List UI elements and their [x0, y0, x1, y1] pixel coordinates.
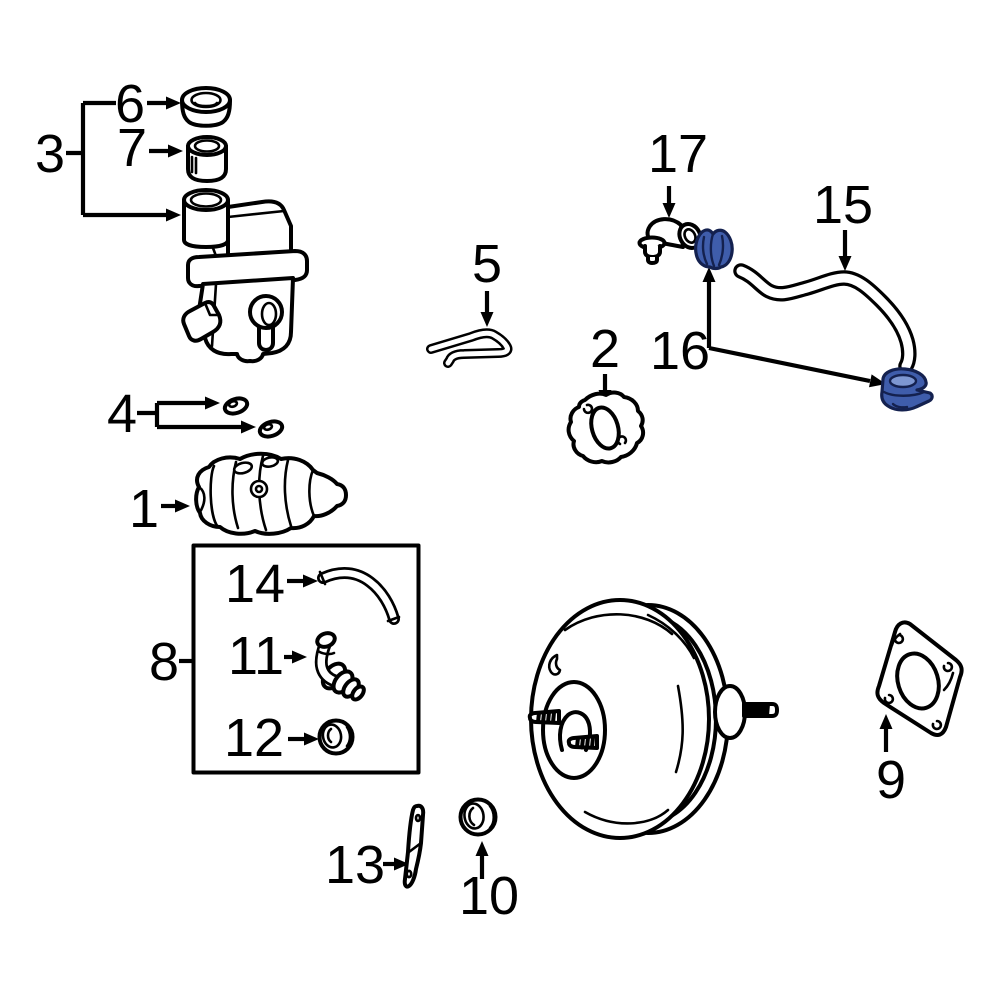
arrowhead-6 — [166, 96, 181, 110]
part-6-reservoir-cap-illustration — [180, 86, 232, 128]
leader-16-bracket — [706, 282, 871, 384]
arrowhead-17 — [662, 203, 676, 218]
arrowhead-1 — [175, 499, 190, 513]
part-2-gasket-illustration — [566, 390, 646, 465]
callout-12: 12 — [224, 708, 284, 768]
callout-9: 9 — [876, 750, 906, 810]
callout-10: 10 — [459, 866, 519, 926]
callout-11: 11 — [228, 626, 284, 686]
callout-8: 8 — [149, 632, 179, 692]
leader-lines — [66, 96, 893, 879]
callout-7: 7 — [117, 118, 147, 178]
arrowhead-10 — [475, 841, 489, 856]
callout-3: 3 — [35, 124, 65, 184]
callout-14: 14 — [225, 554, 285, 614]
arrowhead-9 — [879, 714, 893, 729]
part-11-elbow-connector-illustration — [314, 631, 366, 702]
callout-15: 15 — [813, 175, 873, 235]
arrowhead-3 — [166, 208, 181, 222]
arrowhead-12 — [304, 732, 319, 746]
arrowhead-4a — [205, 396, 220, 410]
part-4-grommets-illustration — [222, 396, 285, 439]
leader-3-bracket — [66, 100, 166, 218]
arrowhead-13 — [394, 857, 409, 871]
callout-2: 2 — [590, 319, 620, 379]
callout-16: 16 — [650, 321, 710, 381]
part-12-grommet-illustration — [317, 718, 355, 756]
callout-4: 4 — [107, 384, 137, 444]
part-14-hose-illustration — [317, 567, 401, 625]
part-16-clamp-a-highlighted — [694, 228, 734, 271]
arrowhead-11 — [292, 650, 307, 664]
arrowhead-4b — [241, 420, 256, 434]
callout-6: 6 — [115, 74, 145, 134]
part-10-grommet-illustration — [458, 797, 498, 837]
part-13-bracket-illustration — [402, 803, 426, 889]
callout-13: 13 — [325, 835, 385, 895]
part-5-clip-illustration — [426, 328, 513, 368]
kit-group-box — [191, 543, 421, 775]
arrowhead-5 — [480, 312, 494, 327]
arrowhead-16a — [702, 267, 716, 282]
part-9-gasket-illustration — [875, 620, 964, 737]
leader-4-bracket — [137, 400, 241, 430]
callout-labels: 1 2 3 4 5 6 7 8 9 10 11 12 13 14 15 16 1… — [35, 74, 906, 926]
brake-booster-illustration — [527, 598, 779, 840]
part-16-clamp-b-highlighted — [880, 367, 934, 412]
part-3-fluid-reservoir-illustration — [181, 188, 309, 364]
part-7-reservoir-seal-illustration — [186, 135, 228, 183]
arrowhead-15 — [838, 256, 852, 271]
part-1-master-cylinder-illustration — [194, 451, 348, 536]
callout-5: 5 — [472, 234, 502, 294]
arrowhead-7 — [168, 144, 183, 158]
callout-17: 17 — [648, 124, 708, 184]
callout-1: 1 — [129, 479, 159, 539]
part-15-vacuum-hose-illustration — [733, 263, 917, 374]
part-17-check-valve-illustration — [637, 217, 703, 265]
arrowhead-14 — [303, 574, 318, 588]
